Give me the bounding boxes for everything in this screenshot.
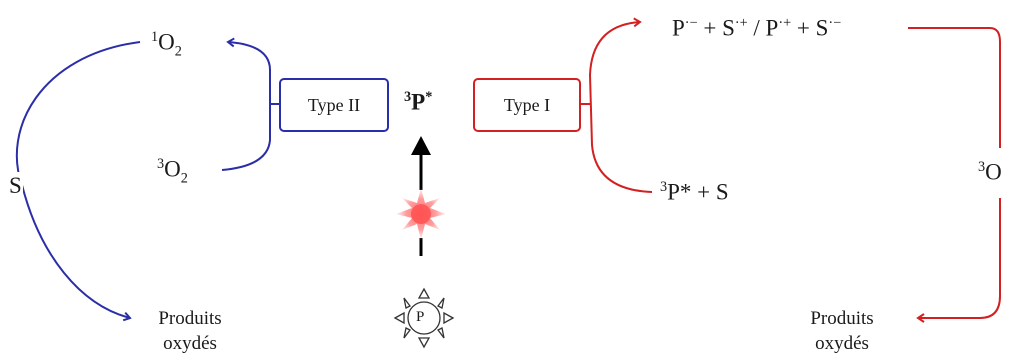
singlet-oxygen-label: 1O2 (151, 29, 182, 60)
flash-icon (396, 188, 446, 240)
red-arc-oxygen (908, 27, 1001, 148)
excitation-arrowhead (411, 136, 431, 155)
triplet-oxygen-label: 3O2 (157, 156, 188, 187)
triplet-plus-substrate-label: 3P* + S (660, 179, 729, 205)
photosensitizer-label: P (416, 309, 425, 325)
blue-arc-substrate (15, 41, 141, 322)
blue-bracket-type-ii (221, 37, 271, 171)
substrate-label: S (8, 172, 23, 199)
excited-triplet-label: 3P* (404, 89, 433, 115)
type-ii-label: Type II (307, 94, 361, 115)
radical-ions-label: P·− + S·+ / P·+ + S·− (672, 15, 842, 41)
type-ii-box: Type II (279, 78, 389, 132)
type-i-label: Type I (503, 94, 551, 115)
sun-icon (393, 287, 455, 349)
red-arc-oxygen-lower (916, 198, 1001, 323)
red-bracket-type-i (588, 17, 653, 193)
type-i-box: Type I (473, 78, 581, 132)
oxygen-right-label: 3O (978, 158, 1002, 186)
